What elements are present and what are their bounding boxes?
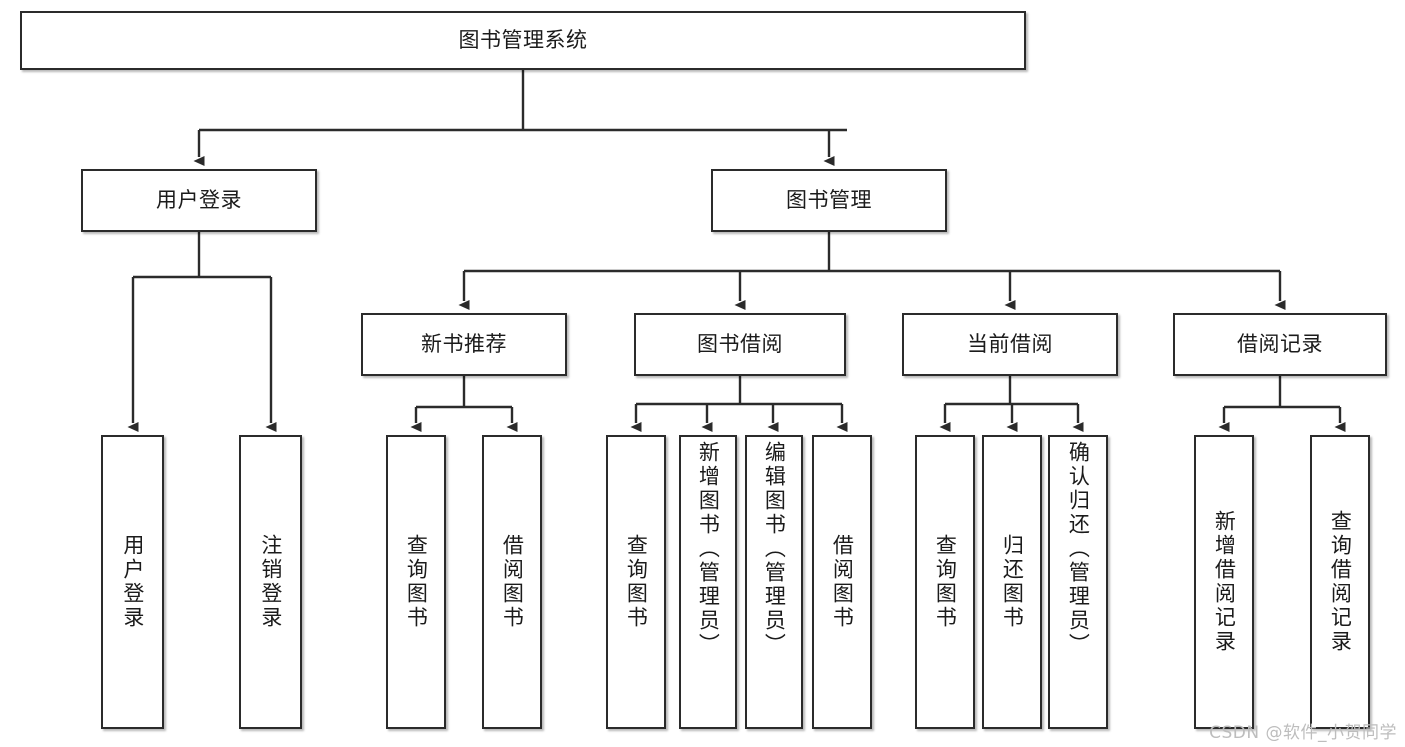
leaf-label: 查询图书	[624, 534, 649, 630]
leaf-label: 确认归还（管理员）	[1066, 441, 1091, 657]
leaf-label: 用户登录	[120, 534, 145, 630]
node-book-borrow[interactable]: 图书借阅	[634, 313, 846, 376]
leaf-records-query-record[interactable]: 查询借阅记录	[1310, 435, 1370, 729]
leaf-current-query-books[interactable]: 查询图书	[915, 435, 975, 729]
node-user-login-label: 用户登录	[156, 188, 242, 213]
node-new-book-recommend[interactable]: 新书推荐	[361, 313, 567, 376]
watermark-text: CSDN @软件_小贺同学	[1209, 723, 1397, 743]
leaf-label: 编辑图书（管理员）	[762, 441, 787, 657]
node-book-management-label: 图书管理	[786, 188, 872, 213]
leaf-borrow-edit-book-admin[interactable]: 编辑图书（管理员）	[745, 435, 803, 729]
node-root[interactable]: 图书管理系统	[20, 11, 1026, 70]
leaf-current-confirm-return-admin[interactable]: 确认归还（管理员）	[1048, 435, 1108, 729]
leaf-borrow-add-book-admin[interactable]: 新增图书（管理员）	[679, 435, 737, 729]
node-user-login[interactable]: 用户登录	[81, 169, 317, 232]
leaf-newbook-borrow-books[interactable]: 借阅图书	[482, 435, 542, 729]
node-book-management[interactable]: 图书管理	[711, 169, 947, 232]
leaf-current-return-books[interactable]: 归还图书	[982, 435, 1042, 729]
leaf-label: 查询借阅记录	[1328, 510, 1353, 654]
leaf-label: 借阅图书	[500, 534, 525, 630]
node-borrow-records-label: 借阅记录	[1237, 332, 1323, 357]
leaf-label: 注销登录	[258, 534, 283, 630]
leaf-label: 新增图书（管理员）	[696, 441, 721, 657]
node-root-label: 图书管理系统	[458, 28, 588, 53]
leaf-label: 查询图书	[933, 534, 958, 630]
leaf-user-login-login[interactable]: 用户登录	[101, 435, 164, 729]
leaf-label: 新增借阅记录	[1212, 510, 1237, 654]
leaf-label: 归还图书	[1000, 534, 1025, 630]
node-current-borrow-label: 当前借阅	[967, 332, 1053, 357]
leaf-newbook-query-books[interactable]: 查询图书	[386, 435, 446, 729]
node-borrow-records[interactable]: 借阅记录	[1173, 313, 1387, 376]
node-current-borrow[interactable]: 当前借阅	[902, 313, 1118, 376]
leaf-user-login-logout[interactable]: 注销登录	[239, 435, 302, 729]
node-new-book-recommend-label: 新书推荐	[421, 332, 507, 357]
leaf-borrow-borrow-books[interactable]: 借阅图书	[812, 435, 872, 729]
leaf-borrow-query-books[interactable]: 查询图书	[606, 435, 666, 729]
node-book-borrow-label: 图书借阅	[697, 332, 783, 357]
leaf-label: 查询图书	[404, 534, 429, 630]
leaf-records-add-record[interactable]: 新增借阅记录	[1194, 435, 1254, 729]
leaf-label: 借阅图书	[830, 534, 855, 630]
